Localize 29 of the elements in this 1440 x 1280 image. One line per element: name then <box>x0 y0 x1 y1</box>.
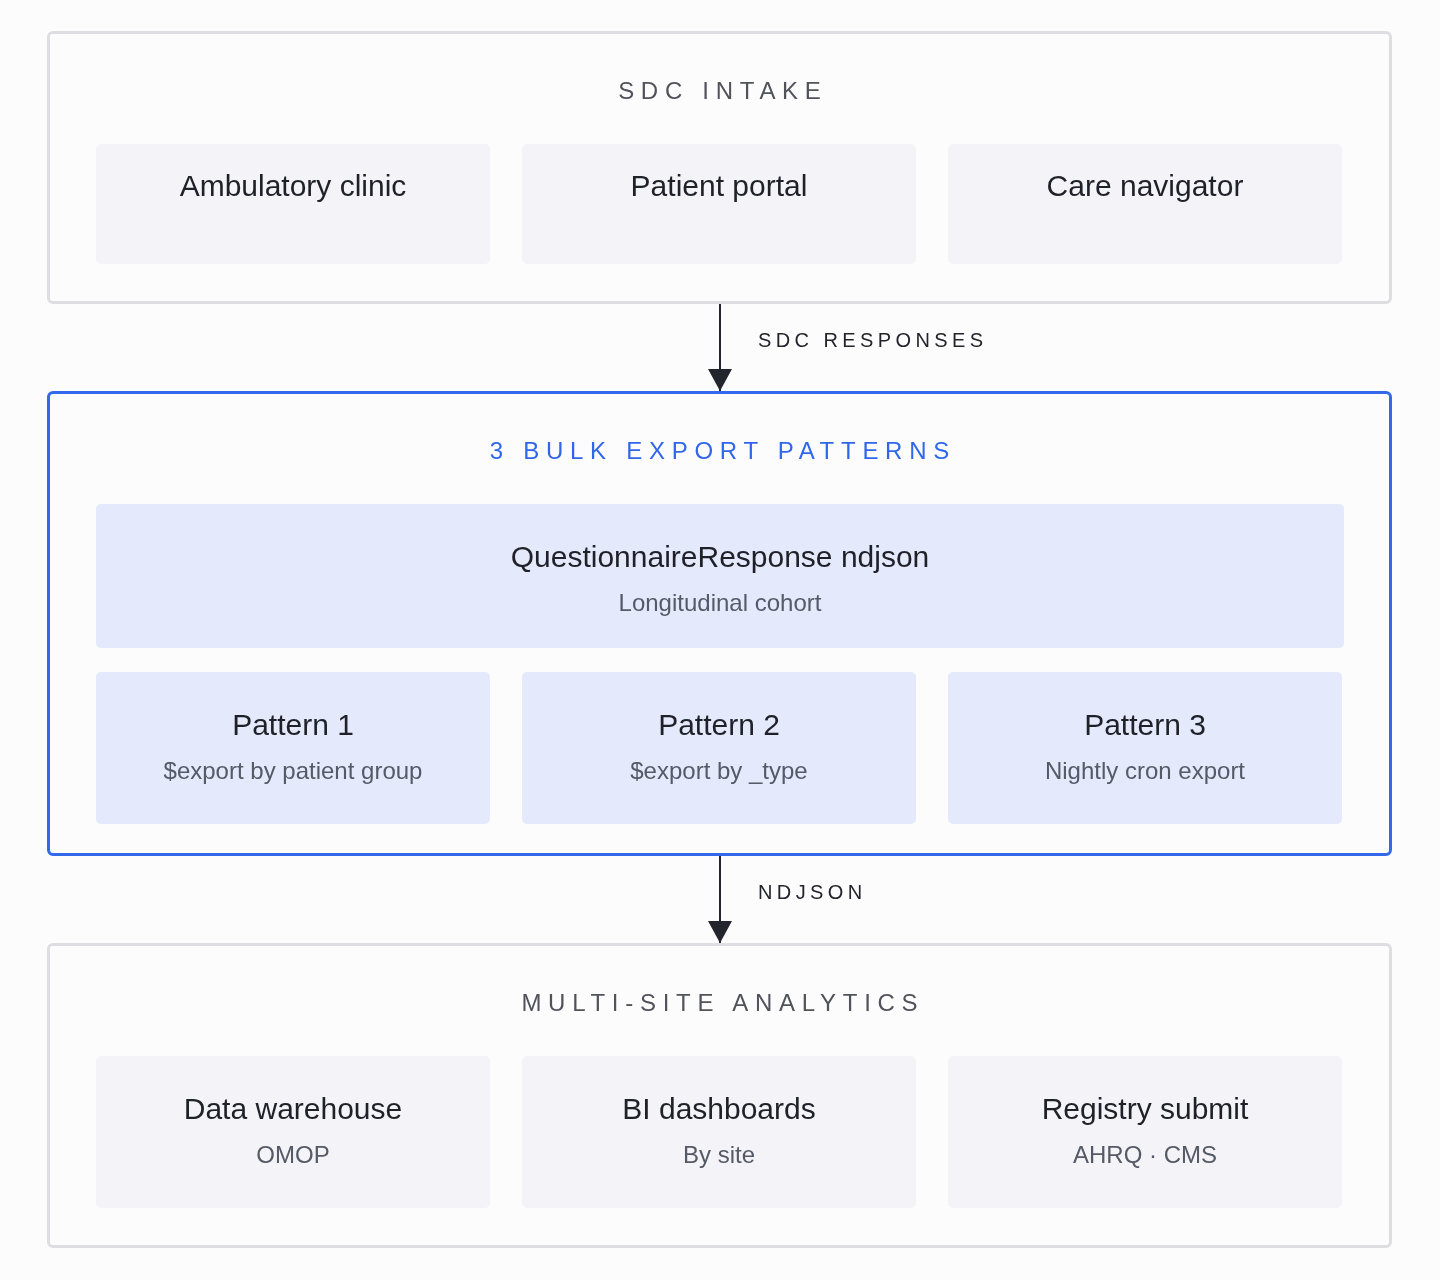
box-subtitle: $export by _type <box>630 756 808 786</box>
highlighted-process-box <box>522 672 916 824</box>
box-subtitle: OMOP <box>256 1140 330 1170</box>
box-subtitle: Nightly cron export <box>1044 756 1246 786</box>
section-heading: SDC INTAKE <box>617 76 828 106</box>
box-title: BI dashboards <box>622 1091 816 1127</box>
box-title: Registry submit <box>1041 1091 1249 1127</box>
highlighted-process-box <box>96 504 1344 648</box>
section-heading: 3 BULK EXPORT PATTERNS <box>488 436 956 466</box>
section-panel <box>47 943 1392 1248</box>
box-subtitle: By site <box>683 1140 755 1170</box>
highlighted-section-panel <box>47 391 1392 856</box>
box-title: Data warehouse <box>183 1091 403 1127</box>
box-subtitle: $export by patient group <box>163 756 423 786</box>
box-title: Pattern 3 <box>1084 707 1206 743</box>
box-title: Pattern 1 <box>232 707 354 743</box>
section-panel <box>47 31 1392 304</box>
arrow <box>708 303 732 392</box>
box-title: Ambulatory clinic <box>179 168 407 204</box>
highlighted-process-box <box>96 672 490 824</box>
box-title: Patient portal <box>630 168 808 204</box>
box-title: Care navigator <box>1046 168 1244 204</box>
section-heading: MULTI-SITE ANALYTICS <box>520 988 925 1018</box>
arrow <box>708 855 732 944</box>
box-title: QuestionnaireResponse ndjson <box>510 539 930 575</box>
box-title: Pattern 2 <box>658 707 780 743</box>
box-subtitle: Longitudinal cohort <box>618 588 822 618</box>
box-subtitle: AHRQ · CMS <box>1073 1140 1217 1170</box>
highlighted-process-box <box>948 672 1342 824</box>
